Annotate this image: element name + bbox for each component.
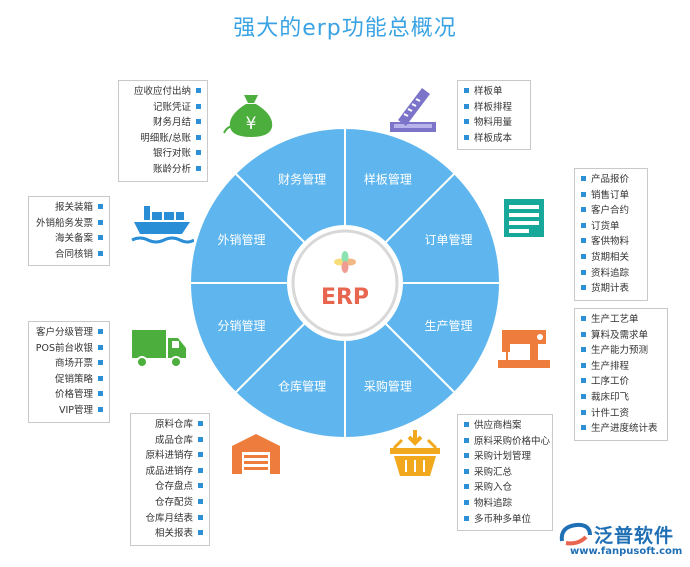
module-item: VIP管理	[35, 403, 103, 419]
module-item: 算料及需求单	[581, 328, 661, 344]
ruler-pencil-icon	[390, 88, 436, 132]
module-item: 产品报价	[581, 172, 641, 188]
module-item: 多币种多单位	[464, 512, 546, 528]
module-item: 生产排程	[581, 359, 661, 375]
center-hub-ring	[291, 229, 399, 337]
module-item: 采购入仓	[464, 480, 546, 496]
module-item: 原料采购价格中心	[464, 434, 550, 450]
module-item: 货期计表	[581, 281, 641, 297]
module-item: 财务月结	[125, 115, 201, 131]
module-item: 客户分级管理	[35, 325, 103, 341]
module-item: 资料追踪	[581, 266, 641, 282]
brand-mark-icon	[559, 522, 592, 546]
module-item: 物料追踪	[464, 496, 546, 512]
module-item: 相关报表	[137, 526, 203, 542]
order-list-icon	[504, 199, 544, 237]
module-item: 工序工价	[581, 374, 661, 390]
brand-url: www.fanpusoft.com	[570, 546, 683, 557]
sewing-machine-icon	[498, 330, 550, 368]
module-item: 采购计划管理	[464, 449, 546, 465]
page-title: 强大的erp功能总概况	[233, 16, 457, 41]
module-item: 成品进销存	[137, 464, 203, 480]
sector-label-cangku: 仓库管理	[278, 378, 326, 393]
module-item: 生产工艺单	[581, 312, 661, 328]
sector-label-caiwu: 财务管理	[278, 172, 326, 187]
sector-label-yangban: 样板管理	[364, 172, 412, 187]
module-item: 采购汇总	[464, 465, 546, 481]
module-item: 样板成本	[464, 131, 524, 147]
order-items-box: 产品报价销售订单客户合约订货单客供物料货期相关资料追踪货期计表	[574, 168, 648, 301]
money-bag-icon: ¥	[223, 95, 273, 137]
module-item: 样板单	[464, 84, 524, 100]
module-item: 商场开票	[35, 356, 103, 372]
center-flower-icon	[334, 251, 356, 273]
center-hub	[287, 225, 403, 341]
module-item: 裁床印飞	[581, 390, 661, 406]
module-item: 客供物料	[581, 234, 641, 250]
module-item: 订货单	[581, 219, 641, 235]
brand-logo: 泛普软件 www.fanpusoft.com	[556, 519, 686, 563]
module-item: 报关装箱	[35, 200, 103, 216]
warehouse-items-box: 原料仓库成品仓库原料进销存成品进销存仓存盘点仓存配货仓库月结表相关报表	[130, 413, 210, 546]
module-item: 明细账/总账	[125, 131, 201, 147]
export-items-box: 报关装箱外销船务发票海关备案合同核销	[28, 196, 110, 267]
module-item: 海关备案	[35, 231, 103, 247]
module-item: 合同核销	[35, 247, 103, 263]
delivery-truck-icon	[132, 330, 186, 368]
cargo-ship-icon	[131, 206, 194, 244]
brand-name: 泛普软件	[594, 525, 675, 547]
module-item: 促销策略	[35, 372, 103, 388]
module-item: 仓存配货	[137, 495, 203, 511]
sector-label-waixiao: 外销管理	[218, 232, 266, 247]
module-item: 原料仓库	[137, 417, 203, 433]
sample-items-box: 样板单样板排程物料用量样板成本	[457, 80, 531, 151]
module-item: 记账凭证	[125, 100, 201, 116]
module-item: 银行对账	[125, 146, 201, 162]
module-item: 应收应付出纳	[125, 84, 201, 100]
module-item: POS前台收银	[35, 341, 103, 357]
center-label: ERP	[321, 285, 369, 310]
module-item: 成品仓库	[137, 433, 203, 449]
shopping-basket-icon	[390, 430, 440, 476]
module-item: 生产能力预测	[581, 343, 661, 359]
module-item: 仓存盘点	[137, 479, 203, 495]
sector-label-fenxiao: 分销管理	[218, 318, 266, 333]
module-item: 供应商档案	[464, 418, 546, 434]
module-item: 客户合约	[581, 203, 641, 219]
sector-label-shengchan: 生产管理	[424, 318, 472, 333]
module-item: 生产进度统计表	[581, 421, 661, 437]
module-item: 仓库月结表	[137, 511, 203, 527]
module-item: 外销船务发票	[35, 216, 103, 232]
warehouse-icon	[232, 434, 280, 474]
module-item: 物料用量	[464, 115, 524, 131]
production-items-box: 生产工艺单算料及需求单生产能力预测生产排程工序工价裁床印飞计件工资生产进度统计表	[574, 308, 668, 441]
sector-label-caigou: 采购管理	[364, 378, 412, 393]
svg-text:¥: ¥	[246, 114, 257, 134]
purchase-items-box: 供应商档案原料采购价格中心采购计划管理采购汇总采购入仓物料追踪多币种多单位	[457, 414, 553, 532]
module-item: 原料进销存	[137, 448, 203, 464]
module-item: 价格管理	[35, 387, 103, 403]
module-item: 样板排程	[464, 100, 524, 116]
finance-items-box: 应收应付出纳记账凭证财务月结明细账/总账银行对账账龄分析	[118, 80, 208, 182]
module-item: 账龄分析	[125, 162, 201, 178]
module-item: 销售订单	[581, 188, 641, 204]
module-item: 货期相关	[581, 250, 641, 266]
module-item: 计件工资	[581, 406, 661, 422]
sector-label-dingdan: 订单管理	[424, 232, 472, 247]
